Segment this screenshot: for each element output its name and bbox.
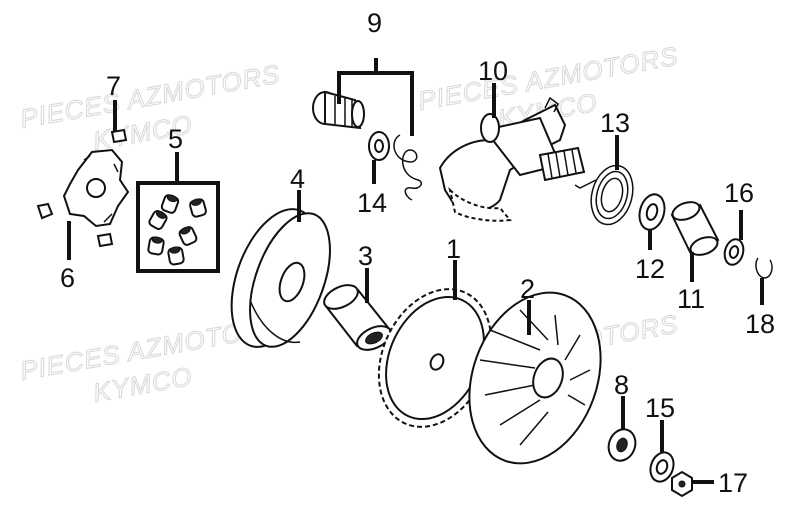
callout-4: 4 <box>290 164 305 194</box>
kick-shaft-part <box>438 96 586 222</box>
callout-1: 1 <box>446 234 461 264</box>
bushing-part-11 <box>670 201 720 256</box>
washer-part-16 <box>723 238 745 266</box>
group-bracket-9 <box>337 58 414 136</box>
callout-13: 13 <box>600 108 630 138</box>
callout-2: 2 <box>520 274 535 304</box>
callout-10: 10 <box>478 56 508 86</box>
ramp-plate-part <box>62 148 130 228</box>
starter-gear-part <box>377 288 493 428</box>
callout-5: 5 <box>168 124 183 154</box>
callout-11: 11 <box>677 284 705 314</box>
nut-part-17 <box>671 470 693 498</box>
circlip-part-18 <box>755 257 773 279</box>
callout-17: 17 <box>718 468 748 498</box>
fixed-pulley-fan-part <box>468 291 602 465</box>
callout-numbers: 1 2 3 4 5 6 7 8 9 10 11 12 13 14 15 16 1… <box>60 8 775 498</box>
washer-part-15 <box>649 451 675 483</box>
clutch-nut-part-8 <box>607 428 637 462</box>
washer-part-12 <box>638 193 666 231</box>
washer-part-14 <box>368 131 390 161</box>
rollers <box>147 194 207 266</box>
callout-9: 9 <box>367 8 382 38</box>
leader-lines <box>67 83 764 484</box>
starter-pinion-part <box>312 90 365 130</box>
slider-clip-6a <box>36 202 54 220</box>
callout-7: 7 <box>106 71 121 101</box>
kick-spring-part <box>574 164 634 226</box>
callout-12: 12 <box>635 254 665 284</box>
callout-16: 16 <box>724 178 754 208</box>
callout-3: 3 <box>358 241 373 271</box>
callout-15: 15 <box>645 393 675 423</box>
callout-14: 14 <box>357 188 387 218</box>
collar-part <box>323 284 392 351</box>
slider-clip-7 <box>110 128 128 144</box>
movable-pulley-part <box>230 208 331 348</box>
callout-18: 18 <box>745 309 775 339</box>
callout-8: 8 <box>614 370 629 400</box>
callout-6: 6 <box>60 263 75 293</box>
spring-clip-part <box>393 134 423 201</box>
slider-clip-6b <box>96 232 114 248</box>
